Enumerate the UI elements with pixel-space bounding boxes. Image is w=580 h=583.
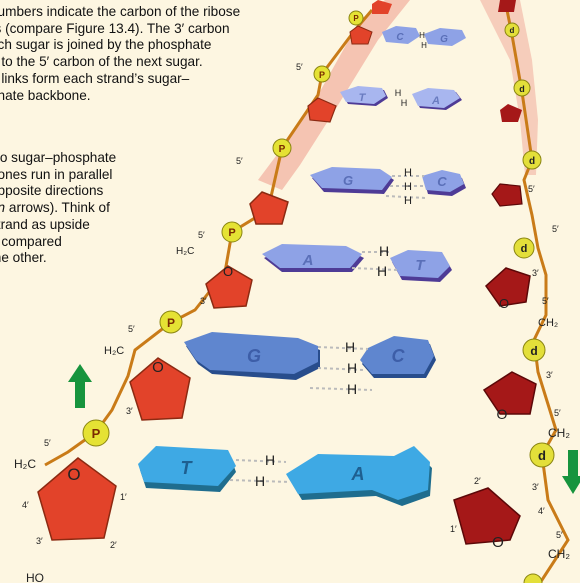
sugar-right-4 bbox=[492, 184, 522, 206]
prime-5-a: 5′ bbox=[44, 438, 51, 448]
base-letter-G2: G bbox=[343, 173, 353, 188]
prime-5-r3: 5′ bbox=[542, 296, 549, 306]
hbond-H-4: H bbox=[347, 360, 357, 376]
base-letter-A3: A bbox=[431, 95, 440, 107]
ring-O-right-2: O bbox=[497, 406, 508, 422]
prime-3-r1: 3′ bbox=[532, 482, 539, 492]
prime-3-a: 3′ bbox=[36, 536, 43, 546]
label-CH2-1: CH₂ bbox=[548, 547, 570, 561]
deoxy-7 bbox=[524, 574, 542, 583]
prime-3-c: 3′ bbox=[200, 296, 207, 306]
prime-1-a: 1′ bbox=[120, 492, 127, 502]
phosphate-label-5: P bbox=[319, 70, 325, 80]
base-letter-G: G bbox=[247, 346, 261, 366]
ring-O-left-2: O bbox=[152, 359, 164, 376]
label-HO: HO bbox=[26, 571, 44, 583]
deoxy-label-1: d bbox=[538, 448, 546, 463]
prime-5-b: 5′ bbox=[128, 324, 135, 334]
hbond-H-2: H bbox=[255, 473, 265, 489]
ring-O-right-3: O bbox=[499, 296, 509, 311]
prime-2-r1: 2′ bbox=[474, 476, 481, 486]
phosphate-label-4: P bbox=[279, 144, 286, 155]
arrow-down-icon bbox=[562, 450, 580, 494]
base-letter-G3: G bbox=[440, 34, 448, 45]
deoxy-label-2: d bbox=[530, 344, 537, 358]
hbond-H-10: H bbox=[404, 195, 412, 207]
base-letter-A: A bbox=[351, 464, 365, 484]
label-CH2-3: CH₂ bbox=[538, 317, 558, 329]
prime-4-a: 4′ bbox=[22, 500, 29, 510]
prime-5-r4: 5′ bbox=[552, 224, 559, 234]
base-letter-C: C bbox=[392, 346, 406, 366]
base-letter-C3: C bbox=[396, 32, 404, 43]
ring-O-left-1: O bbox=[67, 465, 80, 484]
sugar-right-6 bbox=[498, 0, 516, 12]
label-H2C-2: H₂C bbox=[104, 345, 124, 357]
deoxy-label-5: d bbox=[519, 84, 525, 94]
hbond-H-13: H bbox=[419, 31, 425, 40]
deoxy-label-6: d bbox=[510, 26, 515, 35]
hbond-H-6: H bbox=[379, 243, 389, 259]
prime-5-r2: 5′ bbox=[554, 408, 561, 418]
prime-2-a: 2′ bbox=[110, 540, 117, 550]
hbond-H-1: H bbox=[265, 452, 275, 468]
hbond-H-9: H bbox=[404, 181, 412, 193]
base-letter-C2: C bbox=[437, 174, 447, 189]
phosphate-label-3: P bbox=[228, 227, 235, 239]
ring-O-left-3: O bbox=[223, 264, 233, 279]
prime-5-r1: 5′ bbox=[556, 530, 563, 540]
deoxy-label-4: d bbox=[529, 156, 535, 167]
hbond-H-14: H bbox=[421, 41, 427, 50]
arrow-up-icon bbox=[68, 364, 92, 408]
hbond-H-7: H bbox=[377, 263, 387, 279]
hbond-H-8: H bbox=[404, 167, 412, 179]
hbond-H-11: H bbox=[395, 88, 402, 98]
base-letter-A2: A bbox=[302, 252, 314, 269]
hbond-H-5: H bbox=[347, 381, 357, 397]
sugar-right-2 bbox=[484, 372, 536, 414]
sugar-right-1 bbox=[454, 488, 520, 544]
prime-5-d: 5′ bbox=[236, 156, 243, 166]
prime-5-e: 5′ bbox=[296, 62, 303, 72]
prime-3-r3: 3′ bbox=[532, 268, 539, 278]
sugar-left-4 bbox=[250, 192, 288, 224]
phosphate-label-6: P bbox=[353, 14, 359, 23]
phosphate-label-1: P bbox=[92, 426, 101, 441]
prime-3-b: 3′ bbox=[126, 406, 133, 416]
label-H2C-1: H₂C bbox=[14, 457, 36, 471]
hbond-H-12: H bbox=[401, 98, 408, 108]
left-backbone-ribbon bbox=[258, 0, 410, 190]
deoxy-label-3: d bbox=[521, 243, 528, 255]
label-H2C-3: H₂C bbox=[176, 246, 194, 257]
label-CH2-2: CH₂ bbox=[548, 426, 570, 440]
hbond-H-3: H bbox=[345, 339, 355, 355]
ring-O-right-1: O bbox=[492, 534, 504, 551]
prime-4-r1: 4′ bbox=[538, 506, 545, 516]
phosphate-label-2: P bbox=[167, 316, 175, 330]
prime-1-r1: 1′ bbox=[450, 524, 457, 534]
prime-3-r2: 3′ bbox=[546, 370, 553, 380]
prime-5-c: 5′ bbox=[198, 230, 205, 240]
prime-5-r5: 5′ bbox=[528, 184, 535, 194]
